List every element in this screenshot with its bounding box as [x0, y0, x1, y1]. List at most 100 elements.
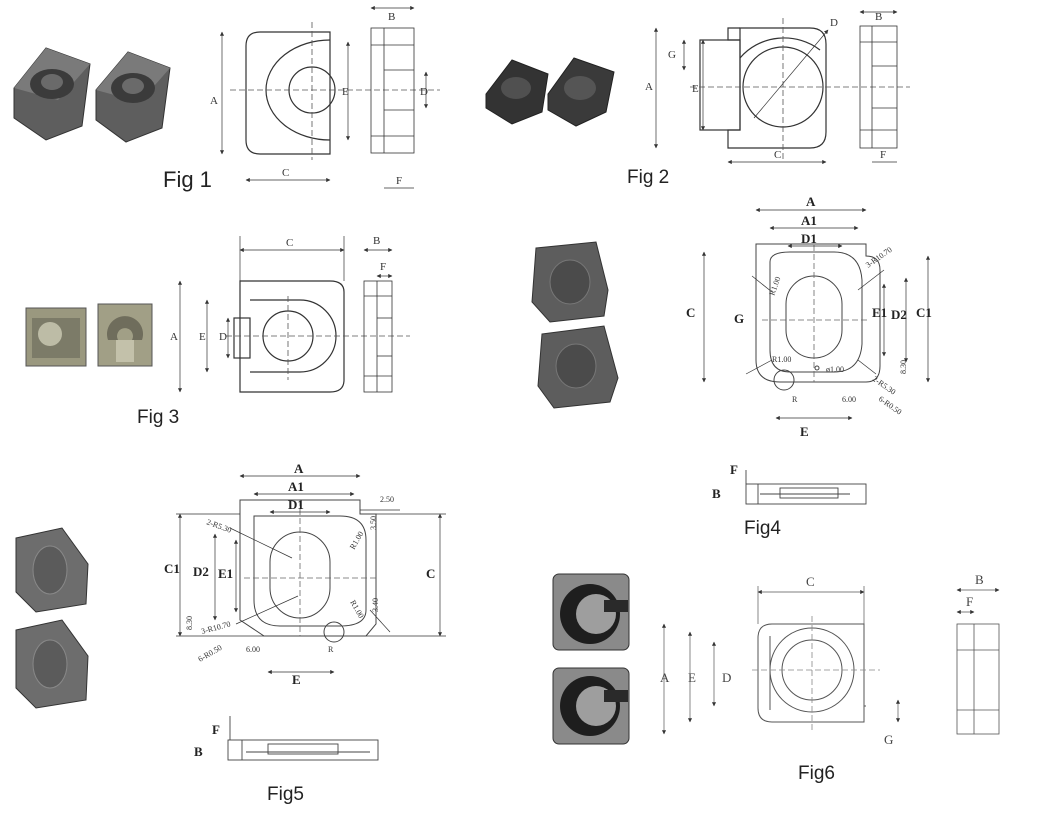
- fig3-centerlines: [226, 296, 410, 380]
- fig5-note-r5: 6-R0.50: [197, 643, 224, 664]
- fig5-centerlines: [244, 500, 376, 636]
- fig3-group: A B C D E F: [25, 235, 410, 393]
- fig5-note-r2: R1.00: [348, 530, 365, 551]
- fig2-centerlines: [690, 18, 910, 160]
- fig2-side-view: [859, 25, 898, 149]
- fig5-side-view: [227, 716, 379, 761]
- fig4-dim-a1: A1: [801, 213, 817, 228]
- fig1-dimensions: [219, 5, 429, 189]
- fig5-dim-d1: D1: [288, 497, 304, 512]
- fig4-centerlines: [762, 236, 868, 382]
- fig5-dim-d2: D2: [193, 564, 209, 579]
- fig2-front-view: [699, 27, 827, 149]
- fig6-dim-e: E: [688, 670, 696, 685]
- fig4-dim-e: E: [800, 424, 809, 439]
- fig2-dim-a: A: [645, 81, 653, 93]
- fig6-dim-b: B: [975, 572, 984, 587]
- fig5-note-n3: 3.40: [371, 598, 380, 612]
- fig1-dim-c: C: [282, 167, 289, 179]
- fig5-dimensions: [176, 473, 446, 675]
- fig1-group: A B C D E F: [13, 5, 440, 189]
- fig6-dimensions: [661, 586, 1000, 735]
- fig5-note-r6: R: [328, 645, 334, 654]
- fig2-dim-g: G: [668, 49, 676, 61]
- fig4-plan-view: [755, 243, 881, 391]
- fig3-front-view: [233, 280, 345, 393]
- fig5-note-d1: 6.00: [246, 645, 260, 654]
- fig4-group: A A1 D1 C C1 E1 D2 G E 3-R10.70 R1.00 R1…: [531, 194, 932, 505]
- fig4-dim-g: G: [734, 311, 744, 326]
- fig5-note-n1: 2.50: [380, 495, 394, 504]
- fig4-side-view: [745, 470, 867, 505]
- fig2-dim-f: F: [880, 149, 886, 161]
- fig6-dim-c: C: [806, 574, 815, 589]
- fig4-note-r4: 2-R5.30: [871, 374, 897, 396]
- fig5-group: A A1 D1 C1 C D2 E1 E 2.50 3.50 2-R5.30 R…: [15, 461, 446, 761]
- fig4-dim-d2: D2: [891, 307, 907, 322]
- fig5-dim-a: A: [294, 461, 304, 476]
- fig4-note-r3: R1.00: [772, 355, 791, 364]
- fig4-caption: Fig4: [744, 518, 781, 539]
- fig6-photo: [552, 573, 630, 745]
- fig3-dimensions: [177, 236, 393, 393]
- fig4-dim-e1: E1: [872, 305, 887, 320]
- fig1-dim-b: B: [388, 11, 395, 23]
- fig6-group: A B C D E F G: [552, 572, 1000, 747]
- fig1-dim-d: D: [420, 86, 428, 98]
- fig4-dim-d1: D1: [801, 231, 817, 246]
- fig1-photo: [13, 47, 171, 143]
- fig4-dim-b: B: [712, 486, 721, 501]
- fig3-dim-e: E: [199, 331, 206, 343]
- fig4-note-r5: 6-R0.50: [877, 394, 903, 416]
- fig3-dim-b: B: [373, 235, 380, 247]
- fig3-dim-f: F: [380, 261, 386, 273]
- fig4-dimensions: [701, 207, 931, 421]
- fig4-note-d2: 8.30: [899, 360, 908, 374]
- fig2-photo: [485, 57, 615, 127]
- fig3-side-view: [363, 280, 393, 393]
- fig2-dim-e: E: [692, 83, 699, 95]
- fig4-dim-c1: C1: [916, 305, 932, 320]
- fig4-dim-f: F: [730, 462, 738, 477]
- fig5-photo: [15, 527, 89, 709]
- fig1-caption: Fig 1: [163, 167, 212, 192]
- fig2-dimensions: [653, 9, 898, 165]
- fig5-note-r3: R1.00: [348, 599, 365, 620]
- fig4-dim-c: C: [686, 305, 695, 320]
- fig5-dim-a1: A1: [288, 479, 304, 494]
- fig5-dim-e1: E1: [218, 566, 233, 581]
- fig5-plan-view: [239, 499, 377, 643]
- fig5-dim-f: F: [212, 722, 220, 737]
- fig5-caption: Fig5: [267, 784, 304, 805]
- fig1-dim-e: E: [342, 86, 349, 98]
- fig2-group: A B C D E F G: [485, 9, 910, 165]
- fig6-dim-a: A: [660, 670, 670, 685]
- fig4-photo: [531, 241, 619, 409]
- fig5-dim-e: E: [292, 672, 301, 687]
- fig5-note-n2: 3.50: [369, 516, 378, 530]
- fig6-dim-d: D: [722, 670, 731, 685]
- fig1-dim-a: A: [210, 95, 218, 107]
- fig5-note-r4: 3-R10.70: [200, 619, 231, 635]
- fig1-dim-f: F: [396, 175, 402, 187]
- fig2-caption: Fig 2: [627, 167, 670, 188]
- fig5-dim-b: B: [194, 744, 203, 759]
- fig3-photo: [25, 303, 153, 367]
- fig6-centerlines: [752, 616, 880, 730]
- fig4-note-r6: R: [792, 395, 798, 404]
- fig4-note-hole: ø1.00: [826, 365, 844, 374]
- fig3-dim-d: D: [219, 331, 227, 343]
- fig3-dim-c: C: [286, 237, 293, 249]
- fig4-dim-a: A: [806, 194, 816, 209]
- fig5-note-n4: 8.30: [185, 616, 194, 630]
- fig2-dim-d: D: [830, 17, 838, 29]
- fig1-front-view: [245, 31, 336, 155]
- fig4-note-r1: 3-R10.70: [864, 245, 894, 270]
- fig6-caption: Fig6: [798, 763, 835, 784]
- fig1-centerlines: [230, 22, 440, 160]
- fig6-side-view: [956, 623, 1000, 735]
- fig5-dim-c1: C1: [164, 561, 180, 576]
- fig5-note-r1: 2-R5.30: [205, 517, 233, 534]
